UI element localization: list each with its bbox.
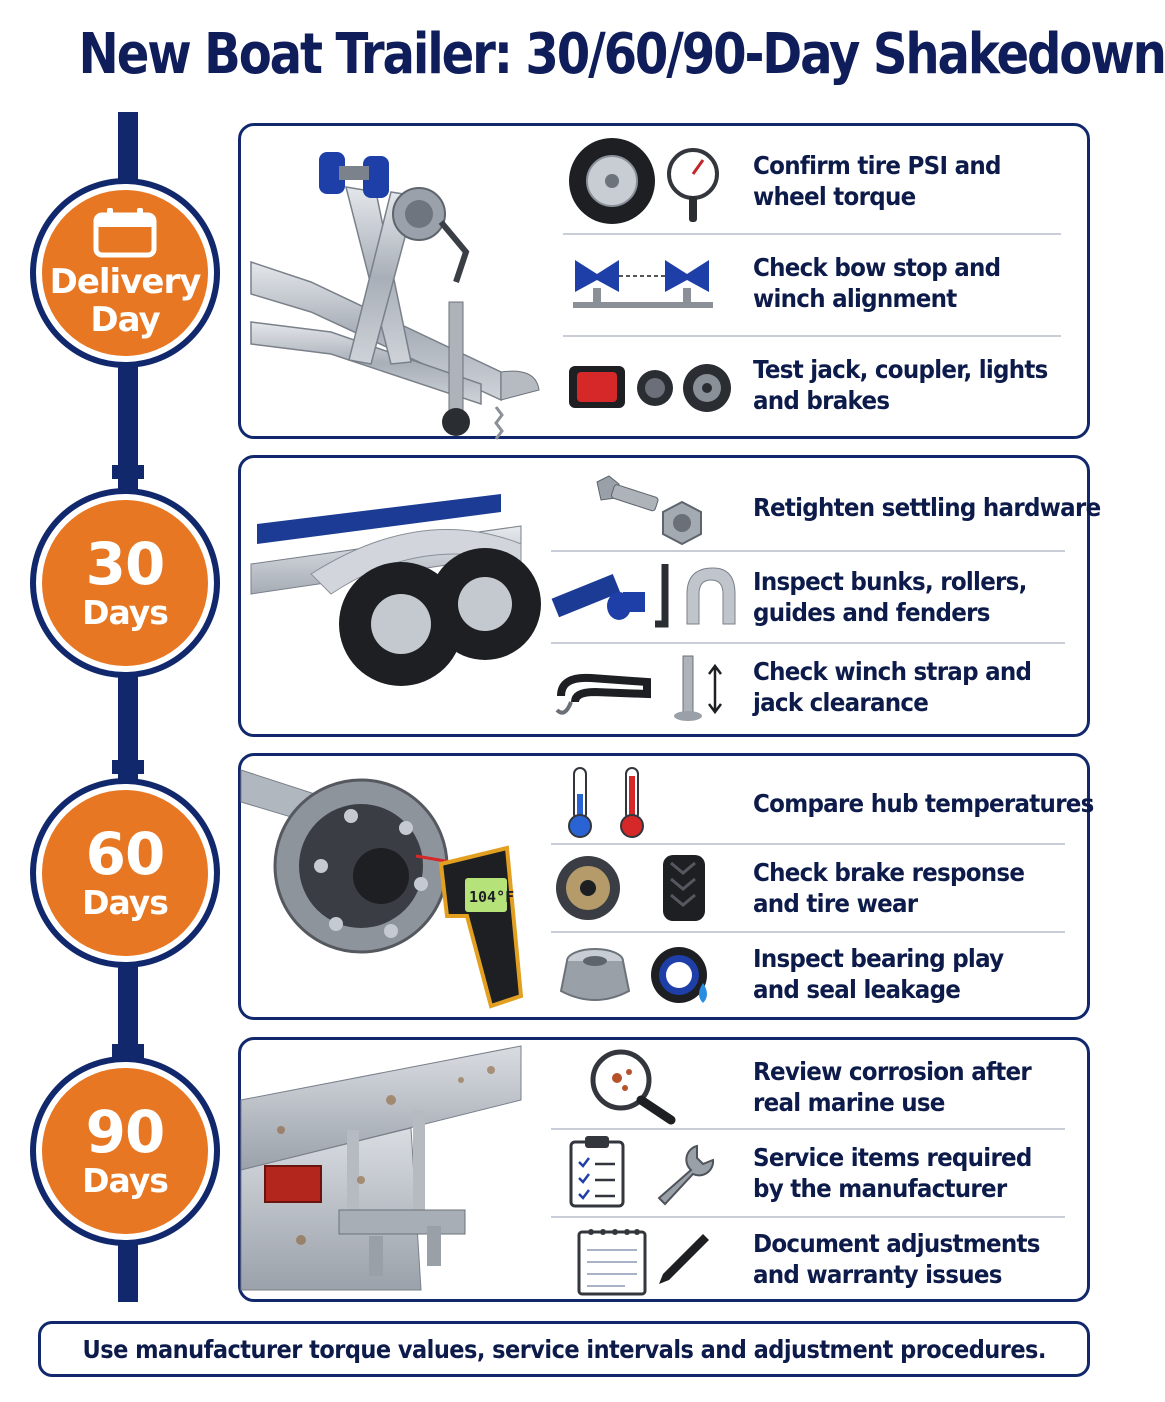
checklist-row: Confirm tire PSI and wheel torque [567, 136, 1067, 232]
bunk-board-icon [551, 573, 621, 618]
brake-assembly-icon [556, 856, 620, 920]
checklist-text: Inspect bearing play and seal leakage [753, 944, 1004, 1004]
tandem-axle-trailer-illustration [250, 494, 541, 686]
hub-and-infrared-thermometer-illustration: 104°F [240, 769, 524, 1009]
stage-panel-30: Retighten settling hardware Inspect bunk… [238, 455, 1101, 737]
row-divider [551, 931, 1065, 933]
corroded-frame-u-bolt-illustration [240, 1045, 522, 1291]
thermometer-reading: 104°F [469, 888, 514, 906]
row-divider [551, 550, 1065, 552]
hot-thermometer-icon [620, 767, 644, 838]
cold-thermometer-icon [568, 767, 592, 838]
nut-icon [662, 500, 702, 546]
page-title: New Boat Trailer: 30/60/90-Day Shakedown [78, 22, 1165, 87]
stage-panel-delivery: Confirm tire PSI and wheel torque Check … [238, 123, 1090, 440]
badge-line2: Day [90, 300, 160, 340]
tapered-bearing-icon [559, 948, 631, 1001]
stage-badge-60: 60 Days [36, 784, 214, 962]
checklist-text: Compare hub temperatures [753, 789, 1094, 818]
checklist-row: Review corrosion after real marine use [551, 1046, 1081, 1126]
checklist-text: Service items required by the manufactur… [753, 1143, 1032, 1203]
checklist-row: Test jack, coupler, lights and brakes [567, 340, 1067, 436]
keel-roller-icon [607, 592, 645, 620]
checklist-text: Retighten settling hardware [753, 493, 1101, 522]
row-divider [563, 233, 1061, 235]
checklist-text: Inspect bunks, rollers, guides and fende… [753, 567, 1027, 627]
stage-panel-60: 104°F Compare hub temperatures Check bra… [238, 753, 1094, 1020]
row-divider [551, 1128, 1065, 1130]
badge-unit: Days [82, 883, 169, 922]
stage-badge-30: 30 Days [36, 494, 214, 672]
stage-badge-90: 90 Days [36, 1062, 214, 1240]
badge-line1: Delivery [49, 262, 202, 302]
checklist-row: Check winch strap and jack clearance [551, 646, 1081, 734]
checklist-text: Check winch strap and jack clearance [753, 657, 1032, 717]
checklist-text: Document adjustments and warranty issues [753, 1229, 1040, 1289]
timeline-notch [112, 465, 144, 479]
checklist-row: Check brake response and tire wear [551, 847, 1081, 931]
checklist-row: Inspect bearing play and seal leakage [551, 935, 1081, 1019]
tire-icon [569, 138, 655, 224]
pen-icon [659, 1234, 709, 1284]
wrench-icon [657, 1144, 715, 1206]
footer-text: Use manufacturer torque values, service … [82, 1334, 1046, 1364]
badge-unit: Days [82, 1161, 169, 1200]
badge-number: 30 [85, 530, 166, 598]
brake-drum-icon [683, 364, 731, 412]
footer-note: Use manufacturer torque values, service … [38, 1321, 1090, 1377]
timeline-notch [112, 1044, 144, 1058]
connector-plug-icon [637, 370, 673, 406]
checklist-row: Service items required by the manufactur… [551, 1132, 1081, 1214]
stage-badge-delivery: Delivery Day [36, 184, 214, 362]
notepad-icon [577, 1229, 647, 1296]
bow-stop-rollers-icon [573, 260, 713, 308]
checklist-text: Check brake response and tire wear [753, 858, 1025, 918]
checklist-clipboard-icon [569, 1136, 625, 1208]
tail-light-icon [569, 366, 625, 408]
checklist-row: Compare hub temperatures [551, 762, 1094, 842]
timeline-spine [118, 112, 138, 1302]
badge-number: 60 [85, 820, 166, 888]
checklist-text: Check bow stop and winch alignment [753, 253, 1001, 313]
checklist-row: Inspect bunks, rollers, guides and fende… [551, 554, 1081, 642]
grease-seal-icon [651, 947, 707, 1003]
pressure-gauge-icon [667, 148, 719, 222]
bolt-icon [596, 475, 659, 512]
row-divider [551, 843, 1065, 845]
row-divider [551, 1216, 1065, 1218]
winch-strap-icon [555, 673, 651, 715]
jack-foot-icon [674, 655, 722, 721]
row-divider [563, 335, 1061, 337]
trailer-tongue-winch-illustration [250, 152, 540, 440]
tire-tread-icon [663, 855, 705, 921]
badge-unit: Days [82, 593, 169, 632]
checklist-row: Document adjustments and warranty issues [551, 1220, 1081, 1300]
calendar-icon [93, 208, 157, 258]
checklist-text: Review corrosion after real marine use [753, 1057, 1032, 1117]
checklist-text: Test jack, coupler, lights and brakes [753, 355, 1048, 415]
badge-number: 90 [85, 1098, 166, 1166]
guide-post-icon [655, 564, 669, 628]
stage-panel-90: Review corrosion after real marine use S… [238, 1037, 1090, 1302]
checklist-text: Confirm tire PSI and wheel torque [753, 151, 1001, 211]
magnifier-corrosion-icon [590, 1049, 676, 1125]
checklist-row: Retighten settling hardware [551, 464, 1101, 550]
fender-icon [686, 567, 736, 625]
timeline-notch [112, 760, 144, 774]
row-divider [551, 642, 1065, 644]
checklist-row: Check bow stop and winch alignment [567, 238, 1067, 334]
